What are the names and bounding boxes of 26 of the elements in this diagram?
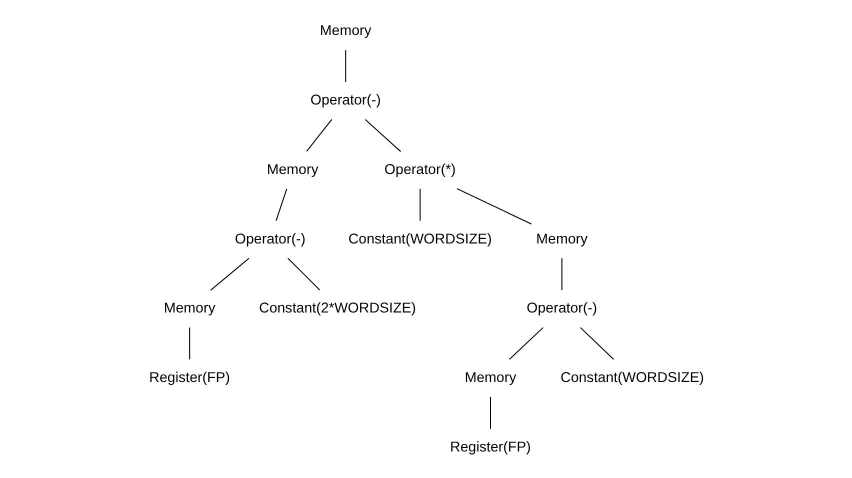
connector: [580, 326, 614, 360]
connector: [456, 188, 532, 224]
node-text: Memory: [163, 300, 215, 316]
node-text: Operator(-): [234, 230, 305, 247]
connector: [275, 188, 287, 220]
node-text: Operator(-): [310, 92, 380, 108]
node-text: Operator(*): [384, 161, 456, 178]
connector: [364, 118, 401, 152]
connector: [306, 118, 332, 152]
node-text: Memory: [464, 369, 516, 386]
connector: [287, 257, 320, 290]
connector: [210, 257, 249, 290]
node-text: Register(FP): [148, 369, 230, 386]
node-text: Memory: [536, 230, 588, 247]
node-text: Constant(WORDSIZE): [560, 369, 704, 386]
connector: [344, 50, 346, 82]
node-text: Register(FP): [450, 438, 530, 455]
connector: [560, 258, 562, 290]
node-text: Constant(2*WORDSIZE): [258, 300, 416, 316]
connector: [188, 327, 190, 359]
node-text: Memory: [266, 161, 318, 178]
connector: [508, 326, 543, 360]
connector: [419, 188, 420, 220]
node-text: Memory: [319, 22, 371, 39]
node-text: Operator(-): [526, 300, 597, 316]
node-text: Constant(WORDSIZE): [348, 230, 492, 247]
